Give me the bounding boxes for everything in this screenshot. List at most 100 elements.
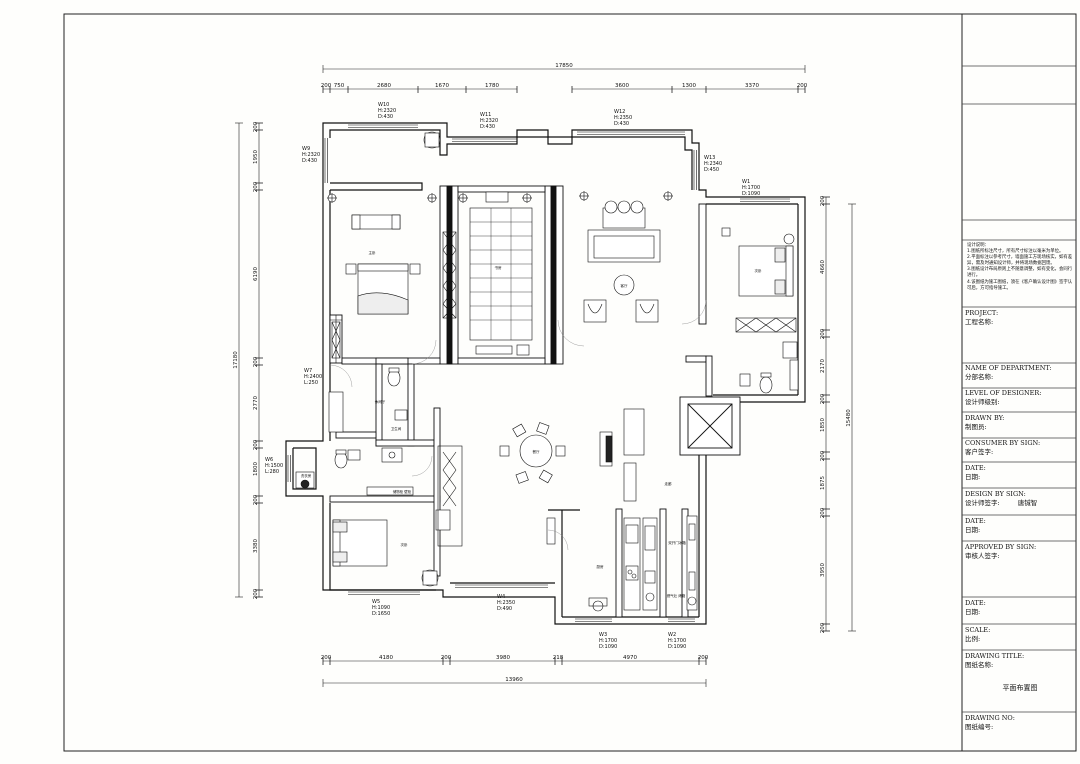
design-notes: 设计说明： 1.图纸所标注尺寸，所有尺寸标注以毫米为单位。 2.平面标注以参考尺… [967,243,1073,292]
door-swings [329,299,707,551]
dim-top: 3600 [615,83,629,89]
dim-top: 3370 [745,83,759,89]
approved-field: APPROVED BY SIGN: 审核人签字: [965,543,1037,560]
dim-top: 2680 [377,83,391,89]
dim-bottom: 218 [553,655,564,661]
kitchen-counter [623,517,641,611]
dim-left: 200 [253,181,259,192]
dim-top: 750 [334,83,345,89]
dim-right: 4660 [820,260,826,274]
dim-top: 1300 [682,83,696,89]
dim-bottom: 200 [321,655,332,661]
dim-bottom-total: 13960 [505,677,523,683]
dim-right: 2170 [820,359,826,373]
room-label: 休闲厅 [375,399,386,404]
dim-left: 1950 [253,150,259,164]
room-label: 燃气灶 烤箱 [667,593,686,598]
dim-right: 200 [820,328,826,339]
dim-left: 200 [253,494,259,505]
dim-right: 1875 [820,476,826,490]
dim-top: 200 [797,83,808,89]
room-labels: 主卧 书房 客厅 次卧 餐厅 卫生间 洗衣房 次卧 厨房 走廊 休闲厅 储物柜 … [301,250,762,598]
dim-left: 3380 [253,539,259,553]
date-field: DATE: 日期: [965,517,986,534]
coffee-table [613,274,635,296]
title-block: PROJECT: 工程名称: NAME OF DEPARTMENT: 分部名称:… [965,0,1075,764]
level-field: LEVEL OF DESIGNER: 设计师级别: [965,389,1042,406]
consumer-field: CONSUMER BY SIGN: 客户签字: [965,439,1041,456]
project-field: PROJECT: 工程名称: [965,309,999,326]
note-line: 1.图纸所标注尺寸，所有尺寸标注以毫米为单位。 [967,249,1064,255]
note-line: 设计说明： [967,243,989,248]
dim-right: 200 [820,507,826,518]
dim-bottom: 3980 [496,655,510,661]
department-field: NAME OF DEPARTMENT: 分部名称: [965,364,1052,381]
note-line: 4.该图纸为施工图纸，须在《客户确认设计图》签字认可后，方可指导施工。 [967,279,1073,291]
room-label: 客厅 [621,283,629,288]
dim-right: 200 [820,393,826,404]
dim-left: 2770 [253,396,259,410]
dim-left-total: 17180 [233,351,239,369]
dim-right: 3950 [820,563,826,577]
room-label: 次卧 [401,542,409,547]
dim-left: 6190 [253,267,259,281]
date-field: DATE: 日期: [965,599,986,616]
room-label: 储物柜 壁柜 [393,489,412,494]
dim-right: 1850 [820,418,826,432]
dim-top-total: 17850 [555,63,573,69]
dim-left: 200 [253,439,259,450]
room-label: 洗衣房 [301,473,312,478]
designer-name: 唐铖智 [1017,498,1038,507]
room-label: 厨房 [597,564,605,569]
room-label: 卫生间 [391,426,402,431]
date-field: DATE: 日期: [965,464,986,481]
room-label: 餐厅 [533,449,541,454]
dim-right: 200 [820,195,826,206]
dim-right-total: 15480 [846,409,852,427]
room-label: 主卧 [369,250,377,255]
interior-walls [329,185,741,618]
dim-bottom: 4180 [379,655,393,661]
dimension-texts: 17850 200 750 2680 1670 1780 3600 1300 3… [233,63,852,683]
room-label: 书房 [495,265,503,270]
dim-bottom: 200 [441,655,452,661]
design-field: DESIGN BY SIGN: 设计师签字:唐铖智 [965,490,1038,507]
windows [287,124,790,622]
dim-left: 1800 [253,462,259,476]
drawn-field: DRAWN BY: 制图员: [965,414,1005,431]
dim-top: 200 [321,83,332,89]
dim-top: 1780 [485,83,499,89]
dim-left: 200 [253,356,259,367]
dimension-lines [235,65,856,687]
dim-bottom: 4970 [623,655,637,661]
dim-right: 200 [820,450,826,461]
room-label: 走廊 [665,481,673,486]
study-floor [469,207,533,341]
dim-right: 200 [820,622,826,633]
drawing-title-field: DRAWING TITLE: 图纸名称: 平面布置图 [965,652,1075,692]
dim-left: 200 [253,588,259,599]
furniture [295,131,799,612]
scale-field: SCALE: 比例: [965,626,991,643]
note-line: 3.图纸设计布局原则上不随意调整，如有变化，会同行进行。 [967,267,1073,279]
dim-bottom: 200 [698,655,709,661]
titleblock-grid [962,65,1076,713]
dim-top: 1670 [435,83,449,89]
sheet-border [63,13,1077,752]
dining-table [519,434,553,468]
room-label: 次卧 [755,268,763,273]
drawing-title-value: 平面布置图 [1002,683,1038,692]
